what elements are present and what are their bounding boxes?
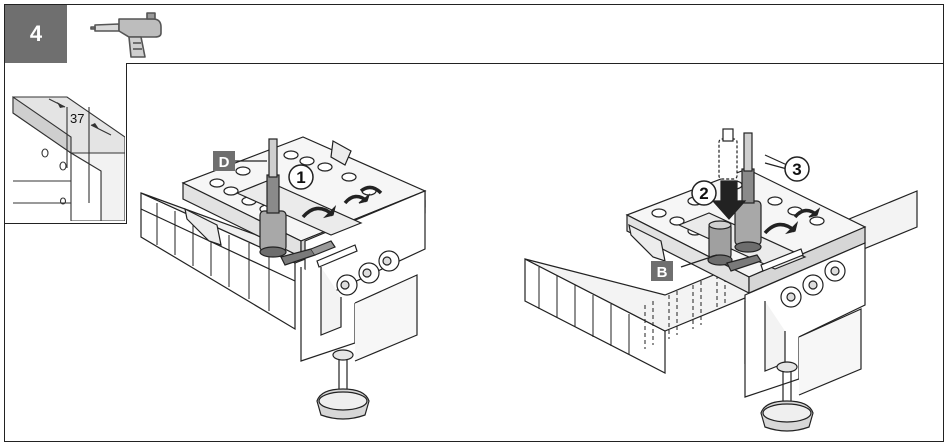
right-assembly (524, 128, 918, 432)
step-number: 4 (29, 21, 43, 46)
left-assembly (140, 136, 427, 420)
instruction-frame: 4 (4, 4, 944, 442)
callout-1: 1 (288, 164, 314, 190)
callout-3: 3 (784, 156, 810, 182)
detail-inset: 37 (5, 63, 127, 224)
callout-2-label: 2 (699, 184, 708, 203)
assembly-drawing: 1 2 3 D B (140, 128, 918, 432)
label-b: B (657, 264, 668, 281)
drill-icon (90, 12, 162, 58)
label-b-box: B (651, 261, 673, 281)
inset-dimension-label: 37 (70, 111, 84, 126)
callout-2: 2 (691, 180, 717, 206)
callout-1-label: 1 (296, 168, 305, 187)
step-header: 4 (5, 5, 943, 64)
label-d-box: D (213, 151, 267, 171)
step-number-box: 4 (5, 5, 67, 63)
label-d: D (219, 154, 230, 171)
callout-3-label: 3 (792, 160, 801, 179)
